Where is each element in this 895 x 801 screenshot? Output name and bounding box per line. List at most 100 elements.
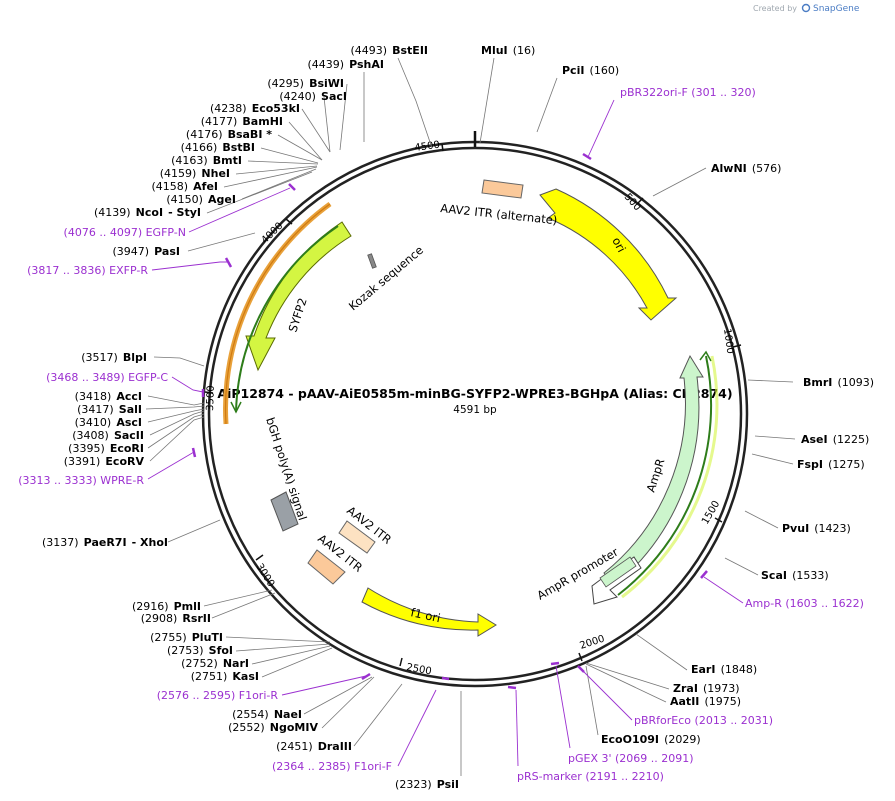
leader-bamhi: [288, 121, 323, 161]
primer-f1ori-r: (2576 .. 2595) F1ori-R: [157, 689, 279, 702]
site-blpi: (3517) BlpI: [81, 346, 147, 365]
leader-alwni: [652, 167, 707, 197]
site-pmli: (2916) PmlI: [132, 595, 201, 614]
site-zrai: ZraI (1973): [673, 677, 740, 696]
tick-mark-3000: [255, 554, 264, 561]
site-aatii: AatII (1975): [670, 690, 741, 709]
site-fspi: FspI (1275): [797, 453, 865, 472]
leader-draiii: [353, 683, 403, 747]
leader-f1ori-r: [281, 675, 367, 696]
tick-mark-4000: [285, 218, 293, 225]
marker-pbr322ori-f: [582, 152, 592, 161]
leader-pasi: [187, 232, 256, 252]
leader-egfp-n: [188, 187, 291, 233]
site-eco53ki: (4238) Eco53kI: [210, 97, 300, 116]
primer-leaders: [147, 99, 744, 767]
leader-asei: [754, 435, 796, 440]
tick-label-4500: 4500: [414, 140, 441, 154]
leader-pvui: [744, 510, 779, 529]
marker-pgex3: [550, 661, 560, 666]
marker-exfp-r: [224, 257, 233, 268]
leader-saci: [323, 96, 331, 153]
tick-label-1000: 1000: [721, 328, 735, 355]
site-mlui: MluI (16): [481, 39, 535, 58]
tick-mark-4500: [441, 143, 444, 152]
leader-paer7i: [167, 519, 221, 543]
primer-pgex3: pGEX 3' (2069 .. 2091): [568, 752, 694, 765]
leader-ecorv: [149, 416, 205, 462]
tick-mark-500: [637, 197, 644, 204]
site-bamhi: (4177) BamHI: [201, 110, 283, 129]
leader-pbrforeco: [581, 669, 633, 721]
site-asci: (3410) AscI: [75, 411, 142, 430]
leader-nari: [251, 645, 331, 665]
primer-wpre-r: (3313 .. 3333) WPRE-R: [18, 474, 144, 487]
leader-agei: [241, 168, 317, 200]
leader-sacii: [149, 410, 205, 436]
site-ecori: (3395) EcoRI: [68, 437, 144, 456]
site-ncoi: (4139) NcoI - StyI: [94, 201, 201, 220]
marker-wpre-r: [191, 447, 197, 458]
site-bmri: BmrI (1093): [803, 371, 874, 390]
site-asei: AseI (1225): [801, 428, 869, 447]
site-acci: (3418) AccI: [75, 385, 142, 404]
leader-sfoi: [235, 643, 331, 652]
leader-aatii: [585, 663, 667, 703]
leader-eari: [635, 633, 688, 671]
site-nari: (2752) NarI: [181, 652, 249, 671]
leader-sali: [145, 405, 205, 410]
leader-blpi: [153, 356, 205, 367]
site-sfoi: (2753) SfoI: [167, 639, 233, 658]
site-bstbi: (4166) BstBI: [181, 136, 255, 155]
site-saci: (4240) SacI: [279, 85, 347, 104]
ampr-label: AmpR: [644, 457, 668, 494]
site-rsrii: (2908) RsrII: [141, 607, 211, 626]
kozak-marker: [367, 253, 377, 269]
leader-amp-r: [703, 576, 744, 604]
leader-asci: [147, 408, 205, 423]
site-alwni: AlwNI (576): [711, 157, 781, 176]
leader-bmti: [247, 160, 319, 165]
site-pcii: PciI (160): [562, 59, 619, 78]
site-bsiwi: (4295) BsiWI: [267, 72, 344, 91]
primer-pbr322ori-f: pBR322ori-F (301 .. 320): [620, 86, 756, 99]
tick-label-2500: 2500: [405, 662, 432, 677]
ampr-orf-highlight: [621, 355, 719, 599]
ampr-strand-arrowhead: [699, 350, 712, 362]
tick-mark-2500: [399, 657, 403, 667]
tick-mark-3500: [204, 391, 214, 394]
site-scai: ScaI (1533): [761, 564, 829, 583]
leader-pmli: [203, 589, 273, 607]
syfp2-orf-line: [224, 203, 331, 425]
tick-mark-1500: [714, 517, 723, 523]
ori-label: ori: [609, 235, 628, 255]
leader-f1ori-f: [397, 689, 437, 767]
primer-egfp-n: (4076 .. 4097) EGFP-N: [64, 226, 186, 239]
leader-nhei: [235, 165, 318, 175]
site-nhei: (4159) NheI: [160, 162, 230, 181]
leader-bsabi: [277, 134, 323, 161]
site-sacii: (3408) SacII: [72, 424, 144, 443]
marker-egfp-n: [288, 183, 296, 191]
site-leaders: [145, 57, 796, 776]
backbone-inner-ring: [207, 146, 743, 682]
leader-exfp-r: [151, 261, 228, 271]
aav2-itr-alternate-label: AAV2 ITR (alternate): [440, 201, 558, 227]
site-ecorv: (3391) EcoRV: [64, 450, 145, 469]
tick-mark-2000: [578, 652, 583, 662]
ampr-promoter-overlap: [599, 556, 637, 588]
leader-pgex3: [555, 665, 571, 749]
primer-exfp-r: (3817 .. 3836) EXFP-R: [27, 264, 148, 277]
leader-bstbi: [260, 147, 319, 164]
leader-bsteii: [397, 57, 433, 149]
bgh-polya-box: [270, 491, 299, 532]
marker-amp-r: [700, 570, 708, 579]
leader-wpre-r: [147, 451, 195, 480]
aav2-itr-alternate-box: [481, 179, 524, 199]
site-pluti: (2755) PluTI: [150, 626, 223, 645]
syfp2-strand-arrowhead: [230, 401, 242, 414]
kozak-label: Kozak sequence: [346, 243, 426, 313]
primer-f1ori-f: (2364 .. 2385) F1ori-F: [272, 760, 392, 773]
created-by-text: Created by: [753, 4, 797, 13]
